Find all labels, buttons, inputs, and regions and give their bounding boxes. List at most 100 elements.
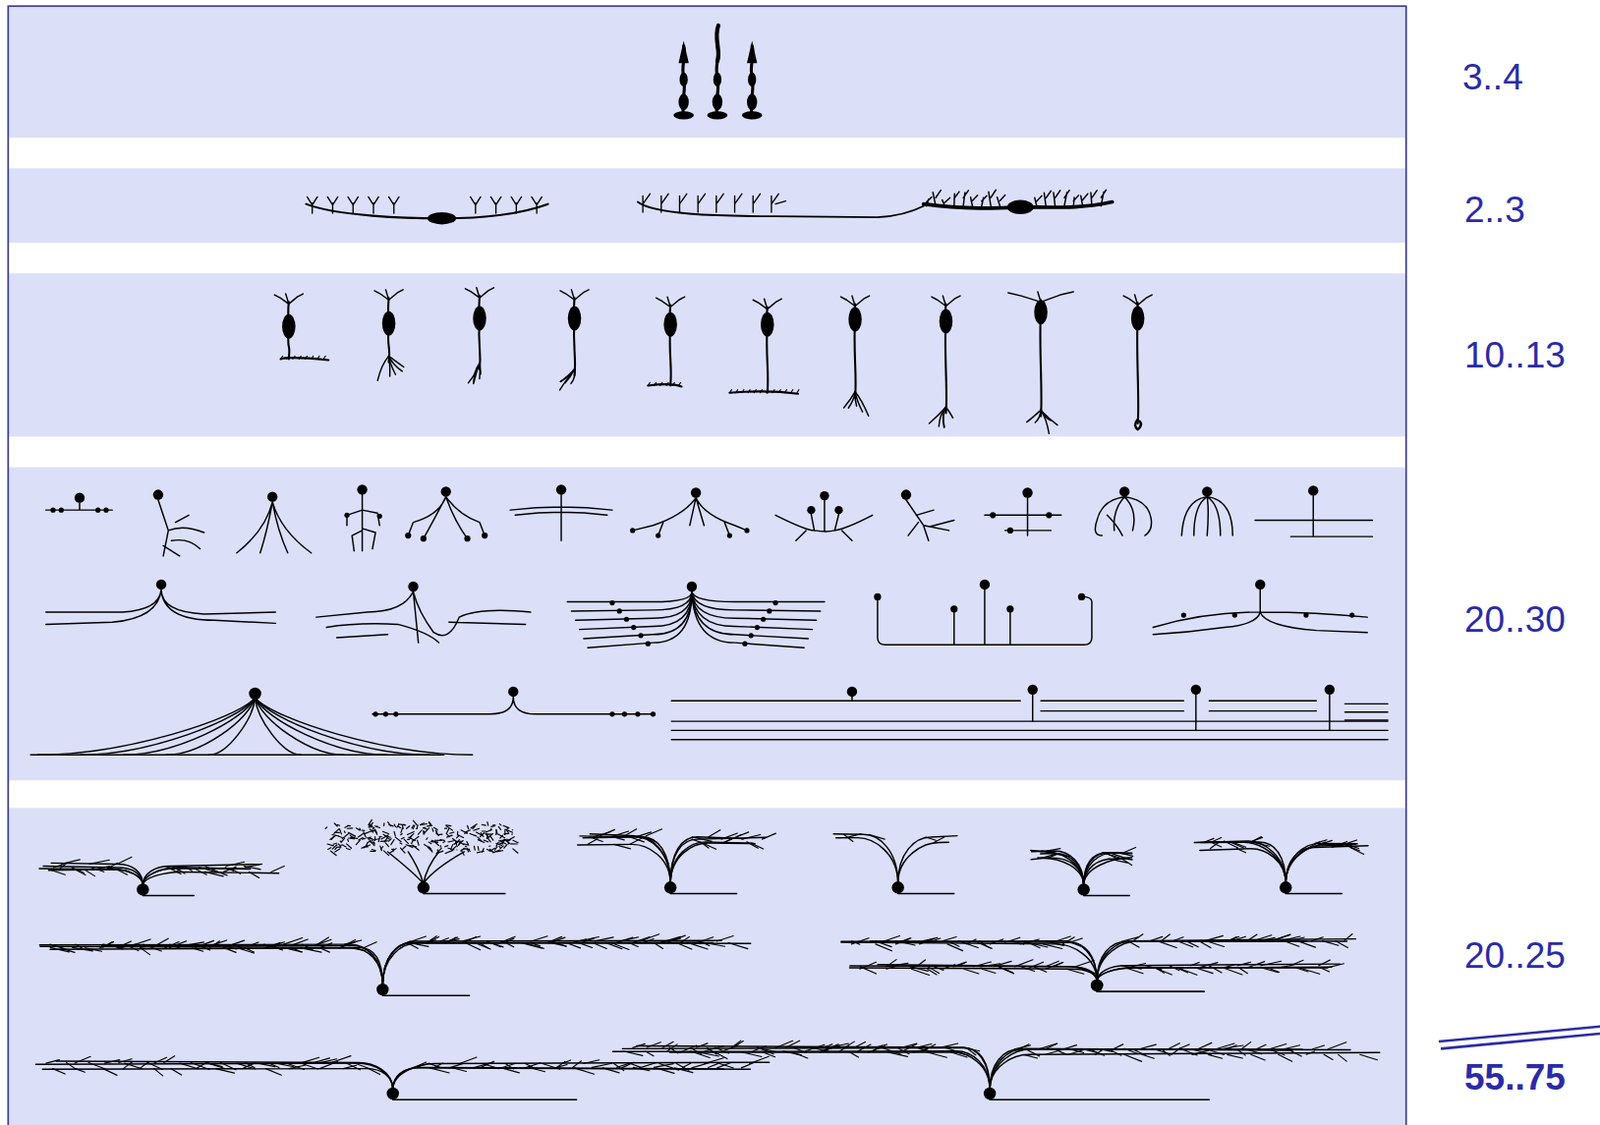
ganglion-dendrite <box>460 830 468 835</box>
ganglion-dendrite <box>502 1063 515 1068</box>
ganglion-dendrite <box>1024 1054 1038 1059</box>
ganglion-dendrite <box>1312 1045 1324 1050</box>
ganglion-dendrite <box>1027 942 1048 948</box>
ganglion-dendrite <box>1225 1045 1237 1050</box>
cell-body <box>1303 612 1309 618</box>
neurite <box>984 498 1062 536</box>
horizontal-cell <box>775 201 786 205</box>
ganglion-dendrite <box>355 828 360 831</box>
ganglion-axon <box>142 895 194 897</box>
ganglion-dendrite <box>639 1063 657 1069</box>
neurite <box>407 497 485 540</box>
ganglion-dendrite <box>1045 961 1060 967</box>
ganglion-dendrite <box>417 840 420 846</box>
ganglion-dendrite <box>1200 941 1211 948</box>
ganglion-dendrite <box>398 826 400 828</box>
cell-body <box>441 486 452 497</box>
ganglion-dendrite <box>1208 966 1222 973</box>
bipolar-terminal <box>323 355 326 359</box>
ganglion-axon <box>989 1099 1209 1101</box>
layer-band <box>7 168 1406 243</box>
ganglion-dendrite <box>947 944 964 952</box>
ganglion-axon <box>1084 895 1131 897</box>
ganglion-dendrite <box>50 948 383 986</box>
ganglion-dendrite <box>1096 968 1328 982</box>
cell-body <box>629 527 635 533</box>
bipolar-terminal <box>848 392 856 409</box>
bipolar-terminal <box>647 382 650 386</box>
neurite <box>775 500 873 542</box>
ganglion-dendrite <box>319 1062 338 1070</box>
ganglion-dendrite <box>102 945 384 986</box>
ganglion-dendrite <box>1246 962 1265 970</box>
ganglion-dendrite <box>887 963 908 967</box>
ganglion-dendrite <box>1003 969 1015 974</box>
ganglion-dendrite <box>498 834 506 839</box>
ganglion-dendrite <box>670 837 767 884</box>
ganglion-dendrite <box>963 1047 980 1052</box>
neurite <box>1031 694 1033 722</box>
ganglion-dendrite <box>1040 853 1085 886</box>
ganglion-dendrite <box>51 862 143 886</box>
ganglion-dendrite <box>429 1068 450 1074</box>
ganglion-dendrite <box>1154 968 1172 975</box>
cell-body <box>1324 685 1335 695</box>
cell-body <box>103 508 109 514</box>
neurite <box>46 503 113 511</box>
ganglion-dendrite <box>1194 842 1286 884</box>
neurite <box>1040 700 1184 702</box>
cell-body <box>282 314 295 340</box>
cell-body <box>1045 512 1052 518</box>
ganglion-axon <box>1096 990 1204 992</box>
ganglion-dendrite <box>505 938 515 943</box>
ganglion-dendrite <box>662 1041 674 1048</box>
ganglion-dendrite <box>653 1064 674 1069</box>
bipolar-terminal <box>945 406 953 418</box>
cell-body <box>713 72 722 88</box>
ganglion-dendrite <box>716 936 734 942</box>
ganglion-axon <box>393 1099 577 1101</box>
ganglion-dendrite <box>783 1051 801 1056</box>
bipolar-terminal <box>736 390 739 394</box>
ganglion-dendrite <box>1108 858 1128 863</box>
ganglion-dendrite <box>1331 841 1347 848</box>
ganglion-dendrite <box>1005 937 1021 943</box>
ganglion-dendrite <box>477 851 485 854</box>
ganglion-axon <box>382 995 469 997</box>
ganglion-dendrite <box>821 1044 839 1052</box>
ganglion-dendrite <box>452 846 457 851</box>
bipolar-terminal <box>304 355 307 359</box>
ganglion-dendrite <box>372 828 375 831</box>
ganglion-dendrite <box>509 839 512 842</box>
ganglion-dendrite <box>501 1068 519 1074</box>
cell-body <box>901 489 912 500</box>
ganglion-dendrite <box>530 936 548 942</box>
ganglion-dendrite <box>382 940 722 986</box>
ganglion-dendrite <box>877 965 1097 982</box>
ganglion-dendrite <box>1113 1044 1124 1050</box>
ganglion-dendrite <box>366 837 372 840</box>
ganglion-dendrite <box>1044 1050 1062 1056</box>
panel-ground <box>7 5 1406 1125</box>
ganglion-dendrite <box>480 833 485 838</box>
bipolar-terminal <box>292 355 295 359</box>
cell-body <box>372 711 378 717</box>
ganglion-dendrite <box>320 948 330 953</box>
bipolar-terminal <box>753 390 756 394</box>
ganglion-dendrite <box>406 936 426 943</box>
cell-count: 20..30 <box>1464 601 1566 638</box>
ganglion-dendrite <box>74 869 86 875</box>
ganglion-dendrite <box>394 824 396 827</box>
ganglion-dendrite <box>445 828 448 830</box>
ganglion-dendrite <box>400 837 404 839</box>
ganglion-dendrite <box>346 827 352 830</box>
cell-body <box>819 491 829 501</box>
ganglion-dendrite <box>1322 941 1339 947</box>
ganglion-dendrite <box>506 829 514 833</box>
ganglion-dendrite <box>481 824 486 827</box>
neurite <box>1328 694 1330 731</box>
ganglion-dendrite <box>1128 964 1146 969</box>
ganglion-dendrite <box>290 939 308 946</box>
ganglion-dendrite <box>435 843 439 847</box>
ganglion-dendrite <box>117 941 132 948</box>
